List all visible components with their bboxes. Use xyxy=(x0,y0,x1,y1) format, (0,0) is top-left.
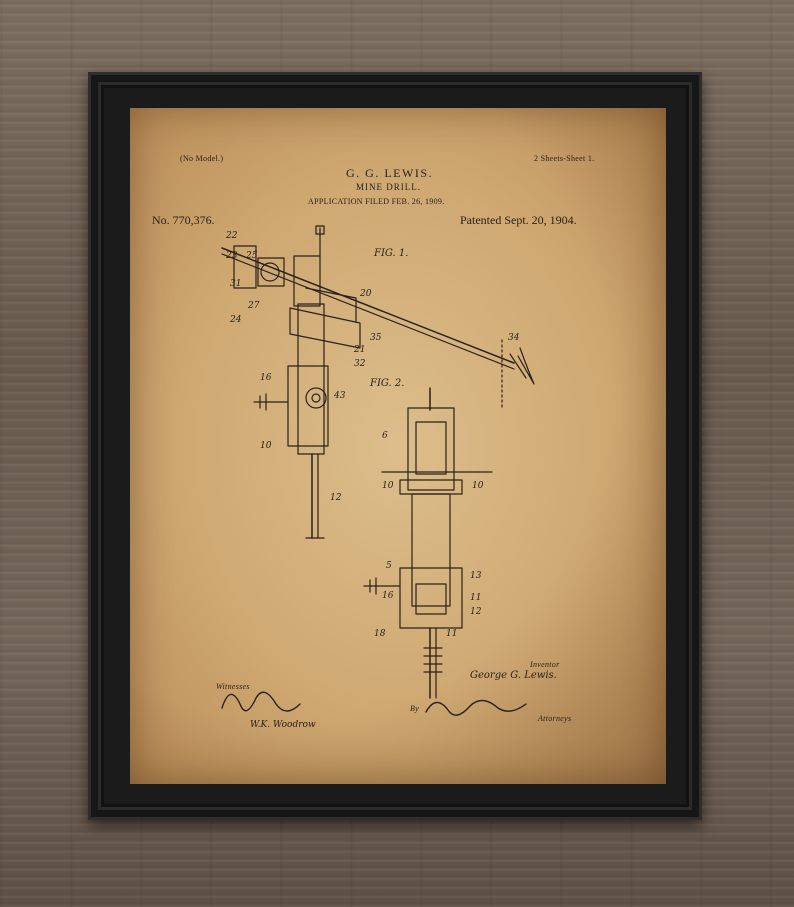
model-note: (No Model.) xyxy=(180,154,224,163)
witness-signature-2: W.K. Woodrow xyxy=(250,720,316,730)
svg-text:10: 10 xyxy=(472,481,484,491)
patent-drawing: 22 23 25 31 27 24 20 35 34 21 32 43 16 1… xyxy=(221,225,535,716)
svg-text:32: 32 xyxy=(354,359,366,369)
signature-flourishes xyxy=(221,691,527,716)
inventor-name: G. G. LEWIS. xyxy=(346,166,433,180)
patented-date: Patented Sept. 20, 1904. xyxy=(460,213,577,227)
by-label: By xyxy=(410,704,420,713)
svg-text:22: 22 xyxy=(225,231,238,241)
svg-text:5: 5 xyxy=(386,561,392,571)
svg-text:16: 16 xyxy=(260,373,272,383)
patent-number: No. 770,376. xyxy=(152,213,215,227)
svg-text:31: 31 xyxy=(230,279,241,289)
svg-text:24: 24 xyxy=(229,315,242,325)
attorney-label: Attorneys xyxy=(538,714,572,723)
svg-text:11: 11 xyxy=(446,629,457,639)
fig1-drill-assembly xyxy=(221,225,535,539)
fig1-label: FIG. 1. xyxy=(374,248,409,259)
svg-text:23: 23 xyxy=(225,251,238,261)
patent-title: MINE DRILL. xyxy=(356,182,421,192)
witnesses-label: Witnesses xyxy=(216,682,250,691)
fig2-drill-column xyxy=(363,387,493,699)
svg-text:10: 10 xyxy=(382,481,394,491)
fig2-label: FIG. 2. xyxy=(370,378,405,389)
svg-text:11: 11 xyxy=(470,593,481,603)
svg-text:18: 18 xyxy=(374,629,386,639)
svg-text:13: 13 xyxy=(470,571,482,581)
svg-text:25: 25 xyxy=(245,251,258,261)
svg-text:16: 16 xyxy=(382,591,394,601)
svg-text:12: 12 xyxy=(470,607,482,617)
svg-text:34: 34 xyxy=(508,333,520,343)
svg-text:10: 10 xyxy=(260,441,272,451)
svg-text:6: 6 xyxy=(382,431,388,441)
sheets-note: 2 Sheets-Sheet 1. xyxy=(534,154,595,163)
reference-numerals: 22 23 25 31 27 24 20 35 34 21 32 43 16 1… xyxy=(225,231,520,639)
svg-text:20: 20 xyxy=(359,289,372,299)
application-date: APPLICATION FILED FEB. 26, 1909. xyxy=(308,197,445,206)
inventor-signature: George G. Lewis. xyxy=(470,670,557,681)
svg-text:21: 21 xyxy=(353,345,365,355)
svg-text:35: 35 xyxy=(370,333,382,343)
svg-text:12: 12 xyxy=(330,493,342,503)
svg-text:27: 27 xyxy=(247,301,260,311)
svg-text:43: 43 xyxy=(333,391,346,401)
patent-print: (No Model.) 2 Sheets-Sheet 1. G. G. LEWI… xyxy=(130,108,666,784)
inventor-label: Inventor xyxy=(530,660,560,669)
